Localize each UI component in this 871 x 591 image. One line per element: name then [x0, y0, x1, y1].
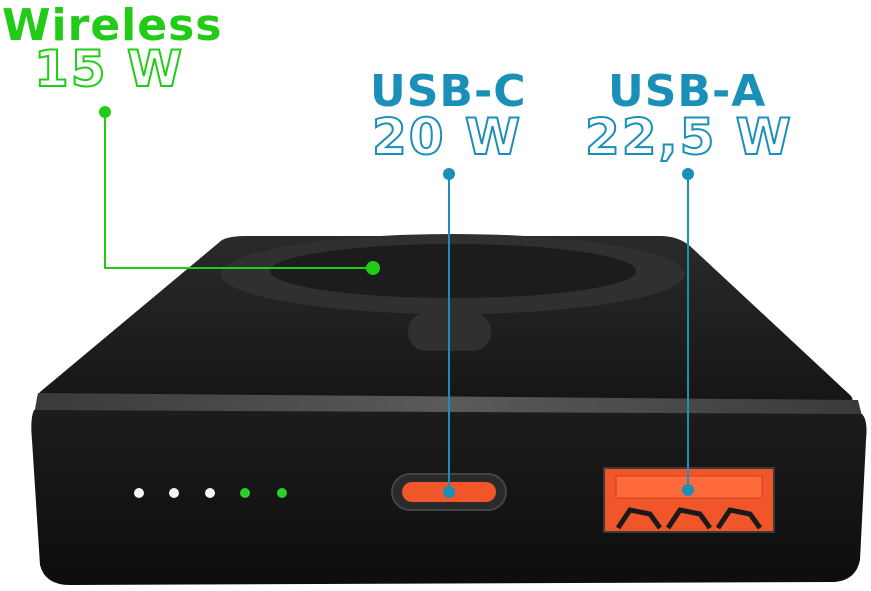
usb-c-callout-dot-top: [443, 168, 455, 180]
wireless-callout-dot-top: [99, 106, 111, 118]
usb-c-label-value: 20 W: [371, 108, 523, 166]
wireless-label-value: 15 W: [33, 40, 185, 98]
led-indicator-2: [169, 488, 179, 498]
usb-a-port-contacts: [615, 507, 763, 530]
led-indicator-1: [134, 488, 144, 498]
wireless-callout-line: [104, 112, 373, 269]
usb-c-callout-dot-end: [443, 486, 455, 498]
usb-a-label-value: 22,5 W: [584, 108, 793, 166]
wireless-charging-inner: [270, 244, 636, 298]
led-indicator-3: [205, 488, 215, 498]
usb-c-label-title: USB-C: [370, 66, 527, 117]
usb-a-callout-dot-top: [682, 168, 694, 180]
wireless-label-title: Wireless: [2, 0, 223, 51]
usb-a-label-title: USB-A: [608, 66, 767, 117]
led-indicator-5: [277, 488, 287, 498]
wireless-callout-dot-end: [366, 261, 380, 275]
led-indicator-4: [240, 488, 250, 498]
usb-a-callout-dot-end: [682, 484, 694, 496]
